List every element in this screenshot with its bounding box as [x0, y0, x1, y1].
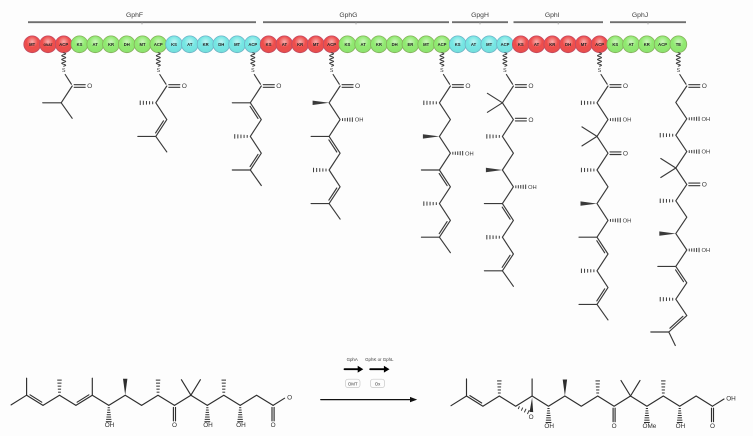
svg-text:KR: KR [203, 42, 209, 47]
svg-text:AT: AT [471, 42, 477, 47]
svg-text:DH: DH [124, 42, 130, 47]
svg-text:MT: MT [234, 42, 240, 47]
svg-text:O: O [710, 423, 715, 430]
svg-text:OH: OH [701, 150, 710, 156]
svg-text:O: O [623, 150, 628, 157]
svg-text:O: O [87, 83, 92, 90]
svg-text:KR: KR [108, 42, 114, 47]
svg-text:OH: OH [623, 219, 632, 225]
svg-text:KR: KR [297, 42, 303, 47]
svg-text:S: S [157, 68, 161, 74]
svg-text:KR: KR [644, 42, 650, 47]
svg-text:S: S [503, 68, 507, 74]
svg-text:Ox: Ox [375, 381, 381, 386]
svg-text:DH: DH [218, 42, 224, 47]
svg-text:DH: DH [392, 42, 398, 47]
svg-text:KS: KS [266, 42, 272, 47]
svg-text:KS: KS [612, 42, 618, 47]
svg-text:ACP: ACP [154, 42, 163, 47]
svg-text:OH: OH [465, 151, 474, 157]
svg-text:KS: KS [455, 42, 461, 47]
svg-text:ACP: ACP [658, 42, 667, 47]
svg-text:GphG: GphG [339, 12, 357, 19]
svg-text:O: O [528, 117, 533, 124]
svg-text:OH: OH [203, 422, 213, 429]
svg-text:MT: MT [139, 42, 145, 47]
svg-text:S: S [330, 68, 334, 74]
svg-text:MT: MT [486, 42, 492, 47]
svg-text:MT: MT [581, 42, 587, 47]
svg-text:DH: DH [565, 42, 571, 47]
svg-text:OH: OH [726, 395, 736, 402]
svg-text:OH: OH [701, 248, 710, 254]
svg-text:OMe: OMe [642, 423, 656, 430]
svg-text:GphK or GphL: GphK or GphL [365, 357, 394, 362]
svg-text:OH: OH [623, 118, 632, 124]
svg-text:ACP: ACP [327, 42, 336, 47]
svg-text:OH: OH [676, 423, 686, 430]
svg-text:S: S [598, 68, 602, 74]
svg-text:O: O [271, 422, 276, 429]
svg-text:AT: AT [93, 42, 99, 47]
svg-text:ACP: ACP [59, 42, 68, 47]
svg-text:O: O [623, 83, 628, 90]
svg-text:ACP: ACP [595, 42, 604, 47]
svg-text:O: O [612, 423, 617, 430]
svg-text:KS: KS [171, 42, 177, 47]
svg-text:GphJ: GphJ [632, 12, 648, 19]
svg-text:O: O [355, 83, 360, 90]
svg-text:GNAT: GNAT [43, 43, 52, 47]
svg-text:AT: AT [628, 42, 634, 47]
svg-text:O: O [465, 83, 470, 90]
svg-text:GphI: GphI [545, 12, 560, 19]
svg-text:O: O [702, 83, 707, 90]
svg-text:O: O [287, 395, 292, 402]
svg-text:MT: MT [423, 42, 429, 47]
svg-text:KS: KS [518, 42, 524, 47]
svg-text:S: S [62, 68, 66, 74]
svg-text:MT: MT [313, 42, 319, 47]
svg-text:KS: KS [344, 42, 350, 47]
svg-text:AT: AT [361, 42, 367, 47]
svg-text:OMT: OMT [348, 381, 358, 386]
svg-text:ACP: ACP [438, 42, 447, 47]
svg-text:MT: MT [29, 42, 35, 47]
svg-text:GphA: GphA [347, 357, 358, 362]
svg-text:O: O [172, 422, 177, 429]
svg-text:GphF: GphF [126, 12, 143, 19]
svg-text:TE: TE [676, 42, 682, 47]
svg-text:S: S [251, 68, 255, 74]
svg-text:ACP: ACP [248, 42, 257, 47]
svg-text:O: O [182, 83, 187, 90]
svg-text:S: S [440, 68, 444, 74]
svg-text:AT: AT [534, 42, 540, 47]
svg-text:KS: KS [77, 42, 83, 47]
svg-text:O: O [276, 83, 281, 90]
svg-text:GpgH: GpgH [471, 12, 489, 19]
svg-text:OH: OH [528, 185, 537, 191]
svg-text:OH: OH [701, 117, 710, 123]
svg-text:KR: KR [376, 42, 382, 47]
svg-text:OH: OH [236, 422, 246, 429]
svg-text:O: O [528, 83, 533, 90]
svg-text:S: S [677, 68, 681, 74]
svg-text:OH: OH [544, 423, 554, 430]
svg-text:KR: KR [549, 42, 555, 47]
svg-text:O: O [529, 414, 534, 421]
svg-text:O: O [702, 182, 707, 189]
svg-text:OH: OH [105, 422, 115, 429]
svg-text:AT: AT [187, 42, 193, 47]
svg-text:ACP: ACP [501, 42, 510, 47]
svg-text:OH: OH [355, 118, 364, 124]
svg-text:AT: AT [282, 42, 288, 47]
svg-text:ER: ER [407, 42, 413, 47]
